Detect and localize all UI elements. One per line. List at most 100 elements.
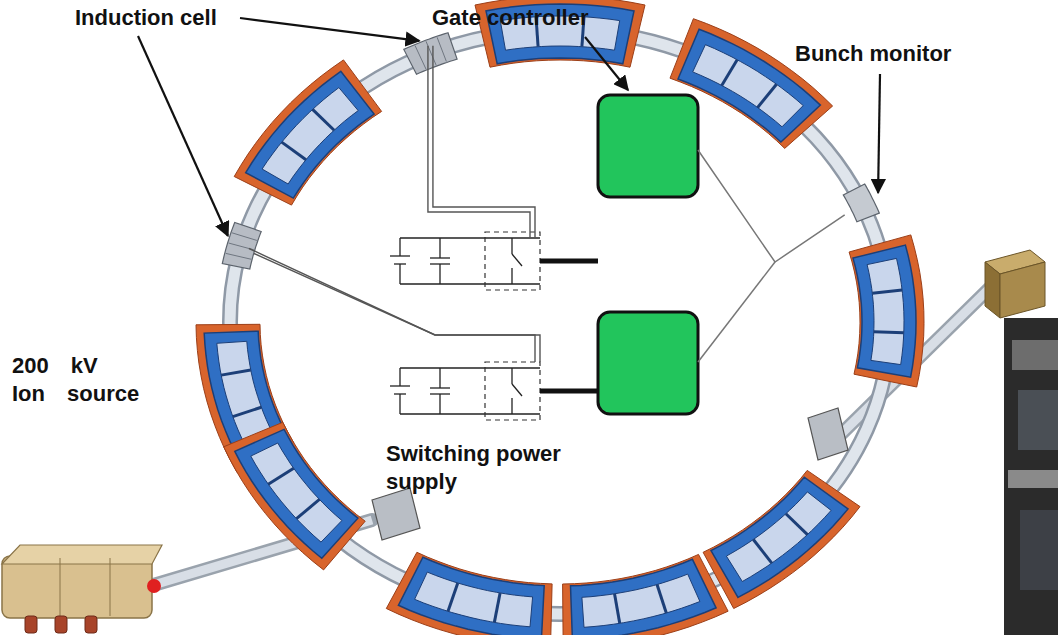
- switch-box: [485, 362, 540, 420]
- magnet-panel: [693, 45, 804, 127]
- magnet-panel-divider: [221, 370, 251, 375]
- bunch-monitor: [843, 184, 879, 222]
- signal-line: [698, 150, 845, 262]
- wire: [399, 394, 400, 414]
- induction-cell-ring: [415, 46, 426, 70]
- signal-line: [698, 262, 775, 362]
- magnet-panel-divider: [872, 290, 902, 293]
- cell-cable: [428, 46, 530, 238]
- leader-arrow: [878, 74, 880, 193]
- gate-signal-line: [540, 389, 598, 394]
- battery-plate: [390, 385, 410, 386]
- magnet-panel-divider: [615, 594, 620, 624]
- cell-cable: [249, 248, 535, 362]
- magnet-coil: [234, 60, 381, 205]
- part-label: Switching power supply: [386, 440, 578, 496]
- magnet-panel-divider: [786, 514, 808, 535]
- capacitor-plate: [430, 393, 450, 394]
- wire: [511, 368, 512, 384]
- wire: [400, 367, 540, 368]
- switch-blade: [512, 384, 522, 396]
- magnet-panel: [582, 574, 700, 627]
- magnet-panel-divider: [758, 84, 777, 107]
- induction-cell: [222, 222, 261, 269]
- leader-arrow: [240, 18, 419, 41]
- wire: [511, 268, 512, 284]
- ion-source-top: [2, 545, 162, 564]
- target-cube: [985, 262, 1000, 318]
- ion-source-seam: [110, 558, 111, 616]
- part-label: Bunch monitor: [795, 40, 951, 68]
- part-label: Induction cell: [75, 4, 217, 32]
- cell-cable: [254, 253, 540, 362]
- wire: [399, 238, 400, 256]
- wire: [399, 264, 400, 284]
- insulator: [55, 616, 67, 633]
- magnet-panel: [726, 492, 831, 582]
- wire: [439, 394, 440, 414]
- magnet-panel: [867, 258, 904, 364]
- target-cube: [1000, 262, 1045, 318]
- ion-source-outlet: [147, 579, 161, 593]
- photo-detail: [1008, 470, 1058, 488]
- magnet-coil: [224, 422, 366, 570]
- magnet-panel-divider: [268, 468, 293, 484]
- magnet-panel-divider: [282, 142, 306, 160]
- septum-magnet: [808, 408, 848, 460]
- capacitor-plate: [430, 263, 450, 264]
- magnet-panel: [262, 88, 358, 184]
- cell-cable: [433, 46, 535, 238]
- induction-cell-ring: [437, 37, 446, 61]
- insulator: [85, 616, 97, 633]
- part-label: 200 kV Ion source: [12, 352, 145, 408]
- ion-source: [2, 556, 152, 618]
- gate-controller: [598, 312, 698, 414]
- part-label: Gate controller: [432, 4, 588, 32]
- photo-detail: [1020, 510, 1058, 590]
- magnet-coil: [703, 470, 860, 608]
- wire: [400, 413, 540, 414]
- magnet-coil: [563, 554, 729, 635]
- leader-arrow: [138, 36, 228, 236]
- photo-ground: [1004, 318, 1058, 635]
- bending-magnet: [398, 557, 544, 635]
- bending-magnet: [571, 559, 717, 635]
- insulator: [25, 616, 37, 633]
- magnet-coil: [386, 552, 552, 635]
- wire: [400, 283, 540, 284]
- switching-circuit: [390, 232, 598, 290]
- wire: [400, 237, 540, 238]
- battery-plate: [394, 393, 406, 394]
- magnet-panel-divider: [722, 60, 737, 86]
- battery-plate: [394, 263, 406, 264]
- ion-source-seam: [60, 558, 61, 616]
- ring: [150, 0, 1000, 635]
- switch-blade: [512, 254, 522, 266]
- magnet-coil: [849, 235, 924, 387]
- septum-magnet: [372, 488, 420, 540]
- magnet-panel-divider: [657, 584, 666, 613]
- bending-magnet: [246, 71, 374, 198]
- magnet-panel-divider: [494, 593, 500, 622]
- magnet-panel-divider: [448, 583, 458, 611]
- beam-pipe: [230, 30, 890, 614]
- leader-arrow: [585, 37, 628, 90]
- induction-cell-ring: [232, 233, 257, 241]
- induction-cell-ring: [226, 253, 251, 259]
- wire: [511, 238, 512, 254]
- beam-pipe: [230, 30, 890, 614]
- magnet-panel-divider: [233, 407, 262, 416]
- capacitor-plate: [430, 387, 450, 388]
- magnet-panel-divider: [313, 109, 335, 130]
- wire: [399, 368, 400, 386]
- wire: [439, 368, 440, 388]
- gate-signal-line: [540, 259, 598, 264]
- bending-magnet: [235, 429, 358, 558]
- wire: [439, 238, 440, 258]
- magnet-panel-divider: [753, 539, 771, 563]
- switching-circuit: [390, 362, 598, 420]
- switch-box: [485, 232, 540, 290]
- battery-plate: [390, 255, 410, 256]
- magnet-panel-divider: [874, 332, 904, 333]
